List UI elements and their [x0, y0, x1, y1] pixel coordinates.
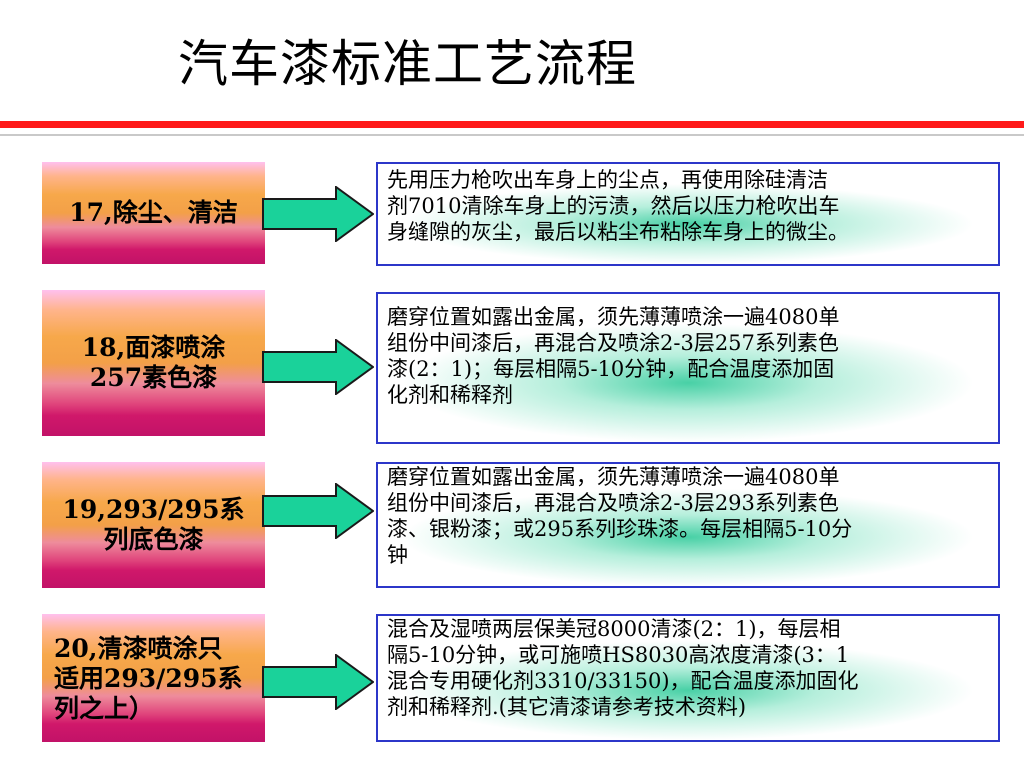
step-18-arrow-icon	[262, 339, 374, 395]
title-underline-thin	[0, 134, 1024, 136]
step-19-label: 19,293/295系 列底色漆	[62, 495, 245, 554]
step-17-label: 17,除尘、清洁	[69, 198, 238, 227]
slide-title: 汽车漆标准工艺流程	[178, 35, 637, 93]
step-20-label-box: 20,清漆喷涂只 适用293/295系 列之上）	[42, 614, 265, 742]
step-19-description: 磨穿位置如露出金属，须先薄薄喷涂一遍4080单 组份中间漆后，再混合及喷涂2-3…	[376, 462, 1000, 588]
step-18-description: 磨穿位置如露出金属，须先薄薄喷涂一遍4080单 组份中间漆后，再混合及喷涂2-3…	[376, 292, 1000, 444]
step-20-description: 混合及湿喷两层保美冠8000清漆(2：1)，每层相 隔5-10分钟，或可施喷HS…	[376, 614, 1000, 742]
step-17-arrow-icon	[262, 186, 374, 242]
step-17-label-box: 17,除尘、清洁	[42, 162, 265, 264]
title-underline-red	[0, 121, 1024, 128]
step-18-label: 18,面漆喷涂 257素色漆	[81, 333, 226, 392]
step-19-label-box: 19,293/295系 列底色漆	[42, 462, 265, 588]
step-20-arrow-icon	[262, 654, 374, 710]
step-19-arrow-icon	[262, 483, 374, 539]
step-18-label-box: 18,面漆喷涂 257素色漆	[42, 290, 265, 436]
step-17-description: 先用压力枪吹出车身上的尘点，再使用除硅清洁 剂7010清除车身上的污渍，然后以压…	[376, 162, 1000, 266]
step-20-label: 20,清漆喷涂只 适用293/295系 列之上）	[54, 634, 243, 723]
